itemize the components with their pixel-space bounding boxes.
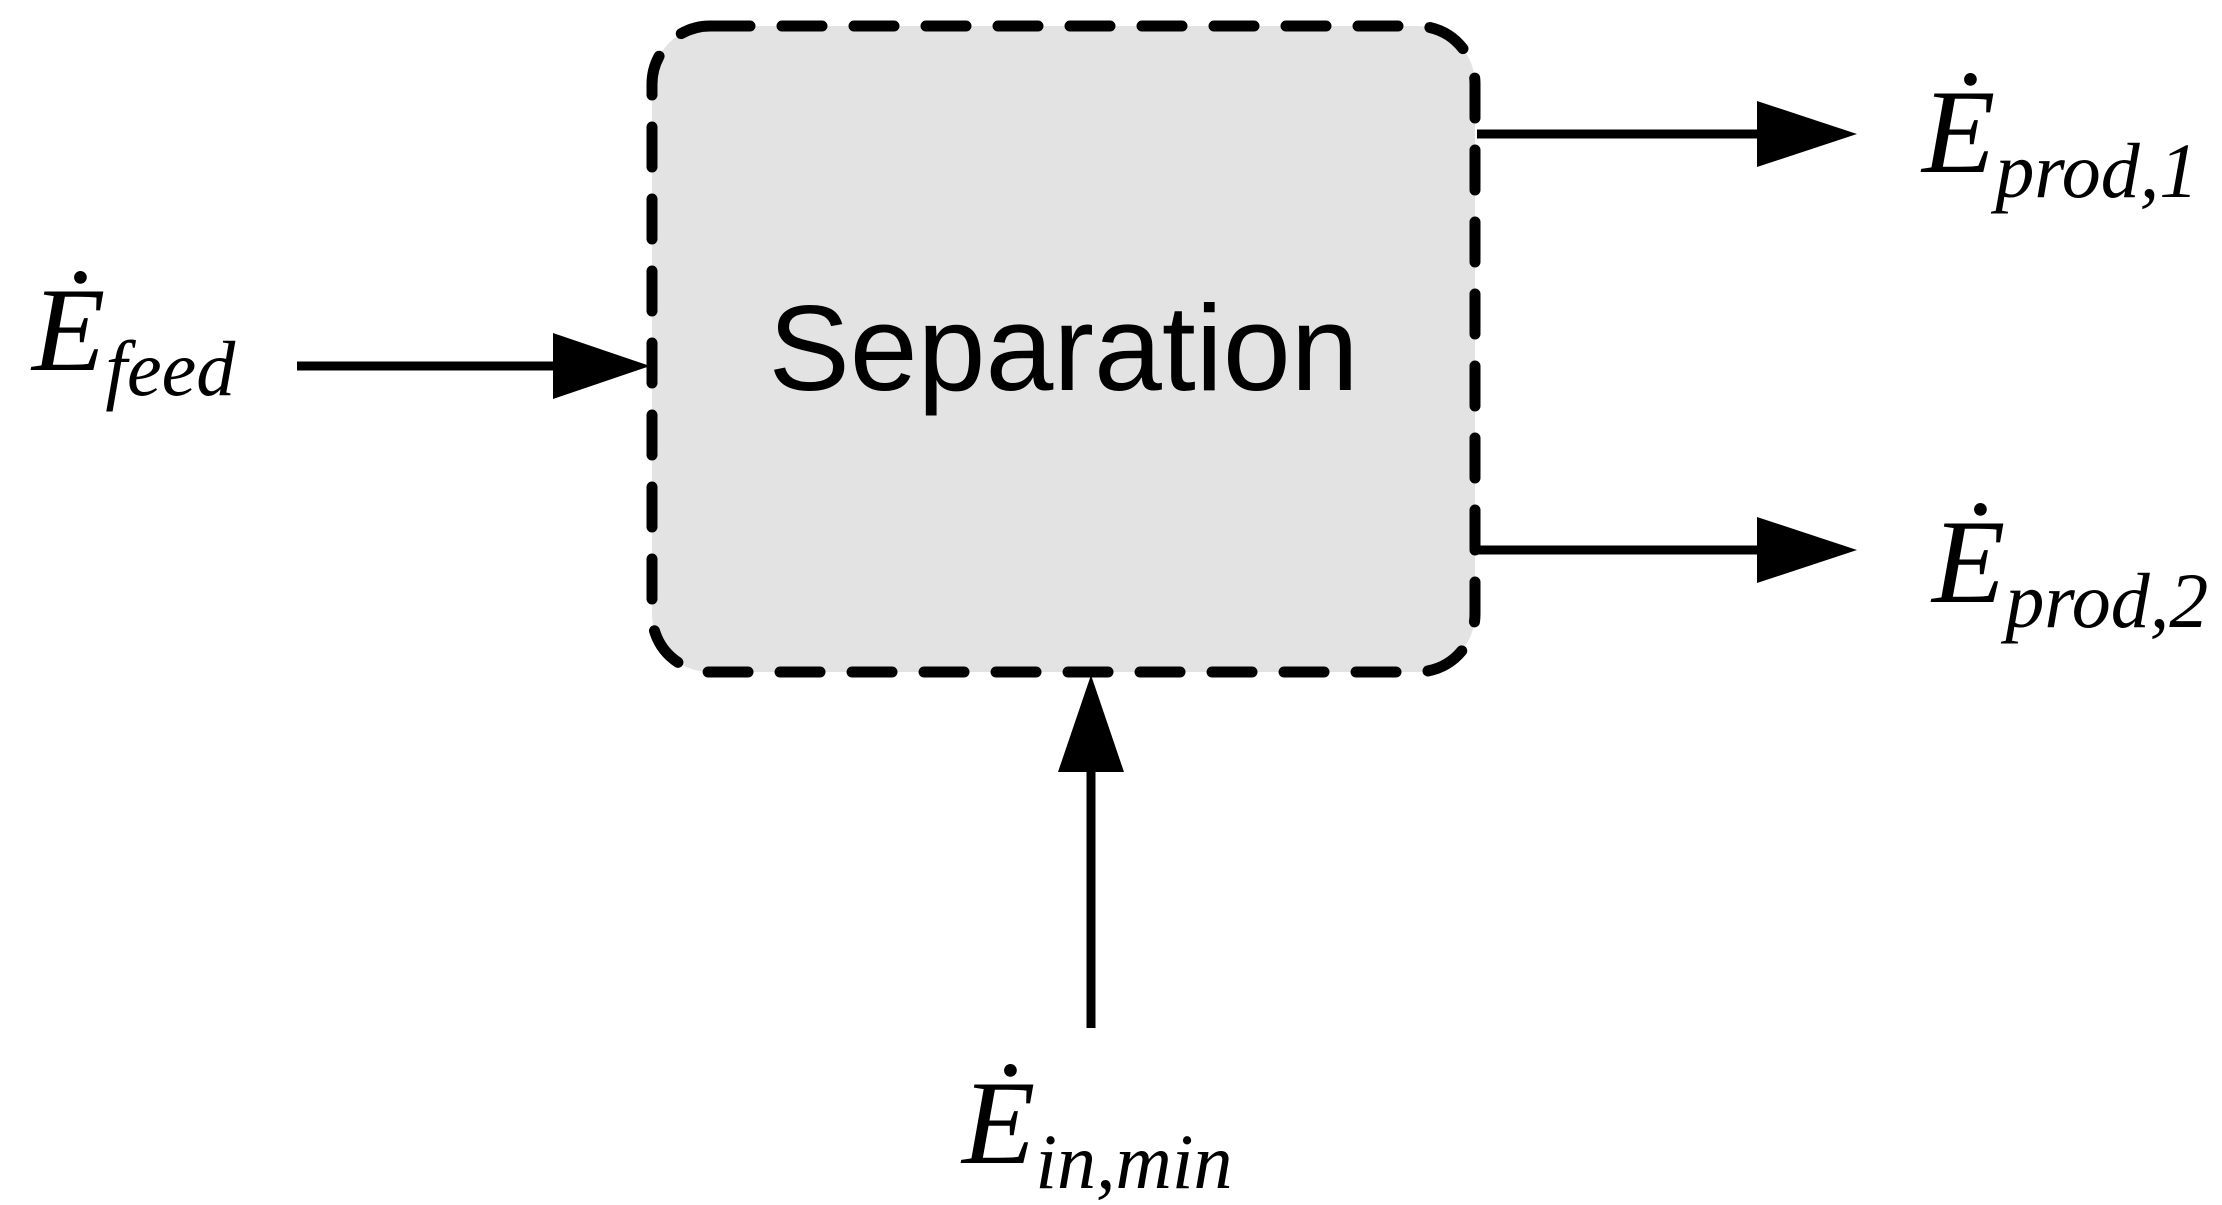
feed-subscript: feed <box>105 325 236 412</box>
prod1-stream-label: Ėprod,1 <box>1922 72 2198 210</box>
prod1-arrow-head <box>1757 101 1857 167</box>
prod1-subscript: prod,1 <box>1995 127 2199 214</box>
prod2-stream-label: Ėprod,2 <box>1932 502 2208 640</box>
feed-stream-label: Ėfeed <box>32 270 235 408</box>
inmin-subscript: in,min <box>1035 1118 1233 1205</box>
prod2-arrow-head <box>1757 517 1857 583</box>
prod2-symbol: Ė <box>1932 495 2006 628</box>
inmin-arrow-head <box>1058 675 1124 772</box>
prod2-subscript: prod,2 <box>2005 557 2209 644</box>
inmin-stream-label: Ėin,min <box>962 1063 1232 1201</box>
feed-arrow-head <box>553 333 650 399</box>
inmin-symbol: Ė <box>962 1056 1036 1189</box>
separation-box-label: Separation <box>768 280 1359 416</box>
feed-symbol: Ė <box>32 263 106 396</box>
prod1-symbol: Ė <box>1922 65 1996 198</box>
separation-box <box>646 20 1481 678</box>
